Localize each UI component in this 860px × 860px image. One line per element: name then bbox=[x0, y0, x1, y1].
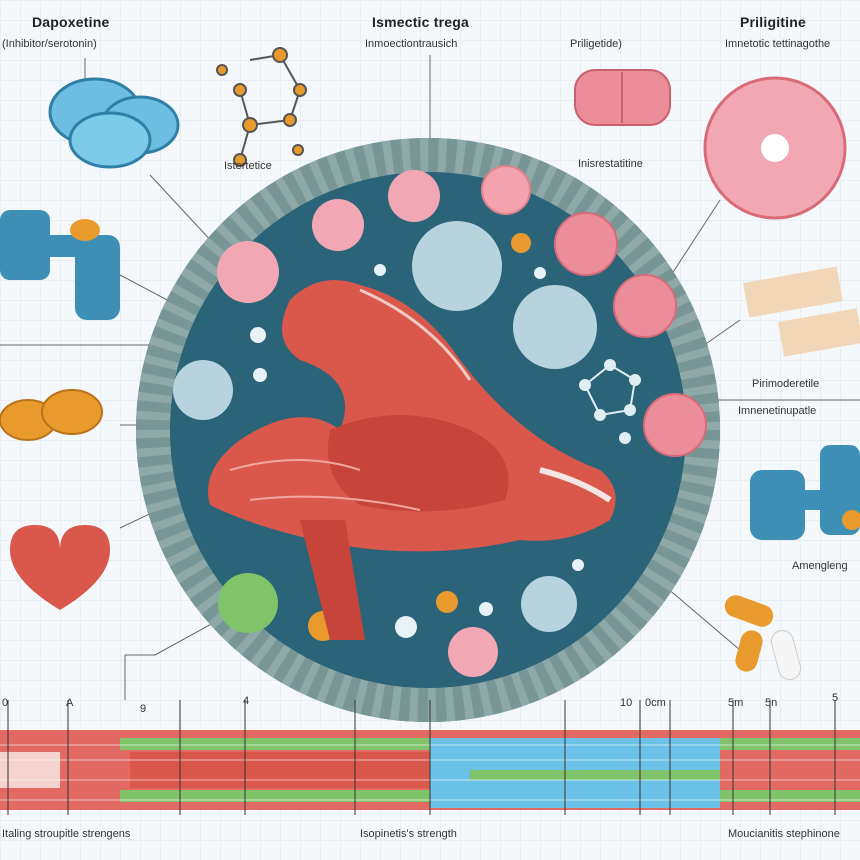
tick-label: 0 bbox=[2, 697, 9, 709]
label-isometric: Ismectic trega bbox=[372, 14, 469, 30]
dumbbell-right bbox=[750, 445, 860, 540]
capsules bbox=[724, 510, 860, 681]
molecule-network bbox=[579, 359, 641, 444]
label-molecule: Istertetice bbox=[224, 160, 272, 172]
heart-icon bbox=[10, 525, 110, 610]
leader-lines bbox=[0, 55, 860, 700]
label-bottom-right: Moucianitis stephinone bbox=[728, 828, 840, 840]
tick-label: 0cm bbox=[645, 697, 666, 709]
tick-label: 5n bbox=[765, 697, 778, 709]
label-dapoxetine: Dapoxetine bbox=[32, 14, 110, 30]
label-bottom-center: Isopinetis's strength bbox=[360, 828, 457, 840]
label-priligy-right-sub: Imnetotic tettinagothe bbox=[725, 38, 831, 50]
cells bbox=[173, 165, 707, 677]
tick-label: 4 bbox=[243, 695, 250, 707]
tick-label: 10 bbox=[620, 697, 633, 709]
label-right-mid-2: Imnenetinupatle bbox=[738, 405, 817, 417]
label-priligy-sub: Priligetide) bbox=[570, 38, 622, 50]
strength-timeline-strip bbox=[0, 700, 860, 815]
dumbbell-left bbox=[0, 210, 120, 320]
label-center: Inisrestatitine bbox=[578, 158, 643, 170]
label-priligy: Priligitine bbox=[740, 14, 806, 30]
tick-label: 9 bbox=[140, 703, 147, 715]
blue-pills bbox=[48, 77, 180, 169]
orange-pills bbox=[0, 219, 103, 441]
molecule-top bbox=[216, 47, 307, 167]
label-right-lower: Amengleng bbox=[792, 560, 848, 572]
pink-tablet bbox=[574, 69, 671, 126]
label-bottom-left: Italing stroupitle strengens bbox=[2, 828, 131, 840]
tick-label: 5 bbox=[832, 692, 839, 704]
tick-label: 5m bbox=[728, 697, 744, 709]
label-isometric-sub: Inmoectiontrausich bbox=[365, 38, 458, 50]
label-right-mid-1: Pirimoderetile bbox=[752, 378, 820, 390]
fiber-bundles bbox=[743, 266, 860, 357]
tick-label: A bbox=[66, 697, 74, 709]
label-dapoxetine-sub: (Inhibitor/serotonin) bbox=[2, 38, 97, 50]
arm-muscle bbox=[208, 280, 616, 640]
